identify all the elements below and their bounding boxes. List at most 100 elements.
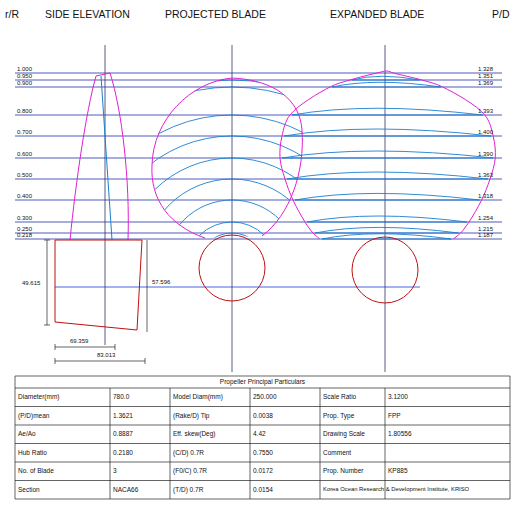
section-profile xyxy=(282,151,493,158)
section-arc xyxy=(79,115,385,421)
table-rule xyxy=(15,499,510,500)
radius-label: 1.000 xyxy=(17,66,32,72)
table-cell: Model Diam(mm) xyxy=(173,394,223,401)
pitch-ratio-label: 1.215 xyxy=(478,226,493,232)
table-cell: Ae/Ao xyxy=(18,431,36,438)
section-arc xyxy=(143,179,321,357)
radius-label: 0.900 xyxy=(17,80,32,86)
view-header: PROJECTED BLADE xyxy=(165,9,266,20)
table-rule xyxy=(15,425,510,426)
view-header: EXPANDED BLADE xyxy=(330,9,424,20)
pitch-ratio-label: 1.369 xyxy=(478,80,493,86)
dimension-line xyxy=(47,240,48,325)
section-arc xyxy=(100,136,364,400)
section-profile xyxy=(315,227,459,233)
dimension-tick xyxy=(145,358,146,364)
table-rule xyxy=(170,388,171,499)
table-rule xyxy=(15,480,510,481)
table-cell: Diameter(mm) xyxy=(18,394,60,401)
table-cell: (Rake/D) Tip xyxy=(173,413,209,420)
radius-lines xyxy=(15,73,502,239)
radius-line xyxy=(15,80,502,81)
table-cell: Prop. Type xyxy=(323,413,354,420)
table-cell: 0.7550 xyxy=(253,450,273,457)
section-arc xyxy=(164,200,300,336)
dimension-line xyxy=(147,240,148,332)
table-rule xyxy=(15,462,510,463)
table-rule xyxy=(15,376,16,499)
axis-line xyxy=(232,45,233,372)
table-rule xyxy=(15,388,510,389)
table-cell: 0.8887 xyxy=(113,431,133,438)
hub-circle xyxy=(199,235,265,301)
table-cell: 3 xyxy=(113,468,117,475)
table-cell: Scale Ratio xyxy=(323,394,356,401)
generator-line xyxy=(101,76,112,240)
table-cell: Drawing Scale xyxy=(323,431,365,438)
section-profile xyxy=(332,82,441,87)
table-rule xyxy=(385,388,386,499)
pitch-ratio-label: 1.400 xyxy=(478,129,493,135)
pitch-ratio-label: 1.351 xyxy=(478,73,493,79)
radius-label: 0.500 xyxy=(17,172,32,178)
section-profile xyxy=(322,234,451,239)
table-cell: Eff. skew(Deg) xyxy=(173,431,216,438)
dimension-label: 57.596 xyxy=(152,279,170,285)
pitch-ratio-label: 1.328 xyxy=(478,66,493,72)
hub-circle xyxy=(352,237,418,303)
dimension-tick xyxy=(115,344,116,350)
radius-label: 0.700 xyxy=(17,129,32,135)
table-cell: 250.000 xyxy=(253,394,277,401)
table-cell: No. of Blade xyxy=(18,468,54,475)
radius-label: 0.950 xyxy=(17,73,32,79)
expanded-sections xyxy=(280,71,496,239)
table-rule xyxy=(15,443,510,444)
table-cell: 1.3621 xyxy=(113,413,133,420)
section-profile xyxy=(352,76,420,80)
dimension-tick xyxy=(55,344,56,350)
radius-label: 0.400 xyxy=(17,193,32,199)
dimension-tick xyxy=(55,358,56,364)
section-arc xyxy=(197,233,267,303)
pitch-ratio-label: 1.363 xyxy=(478,172,493,178)
section-profile xyxy=(287,172,488,179)
axis-line xyxy=(105,45,106,345)
section-profile xyxy=(284,129,491,136)
table-rule xyxy=(250,388,251,499)
radius-label: 0.600 xyxy=(17,151,32,157)
table-rule xyxy=(15,376,510,377)
table-cell: 0.2180 xyxy=(113,450,133,457)
blade-side-outline xyxy=(70,73,128,240)
table-cell: KP885 xyxy=(388,468,408,475)
hub-axis-line xyxy=(55,287,420,288)
dimension-tick xyxy=(44,325,50,326)
pitch-ratio-label: 1.318 xyxy=(478,193,493,199)
particulars-table xyxy=(15,376,510,499)
table-rule xyxy=(320,388,321,499)
table-rule xyxy=(110,388,111,499)
table-cell: Prop. Number xyxy=(323,468,363,475)
pitch-ratio-label: 1.393 xyxy=(478,108,493,114)
table-rule xyxy=(15,406,510,407)
table-cell: Korea Ocean Research & Development Insti… xyxy=(323,487,469,493)
radius-label: 0.250 xyxy=(17,226,32,232)
dimension-label: 49.615 xyxy=(22,280,40,286)
pitch-ratio-label: 1.187 xyxy=(478,232,493,238)
radius-line xyxy=(15,73,502,74)
dimension-label: 69.359 xyxy=(70,338,88,344)
table-cell: (T/D) 0.7R xyxy=(173,487,203,494)
table-title: Propeller Principal Particulars xyxy=(220,379,305,386)
view-header: SIDE ELEVATION xyxy=(45,9,130,20)
radius-label: 0.800 xyxy=(17,108,32,114)
section-profile xyxy=(307,216,467,222)
table-cell: 0.0154 xyxy=(253,487,273,494)
radius-label: 0.218 xyxy=(17,232,32,238)
table-cell: 0.0038 xyxy=(253,413,273,420)
axis-line xyxy=(385,45,386,372)
section-arc xyxy=(203,239,261,297)
section-profile xyxy=(295,193,480,200)
table-cell: Hub Ratio xyxy=(18,450,47,457)
table-cell: Comment xyxy=(323,450,351,457)
dimension-label: 83.013 xyxy=(97,352,115,358)
dimension-line xyxy=(55,361,145,362)
